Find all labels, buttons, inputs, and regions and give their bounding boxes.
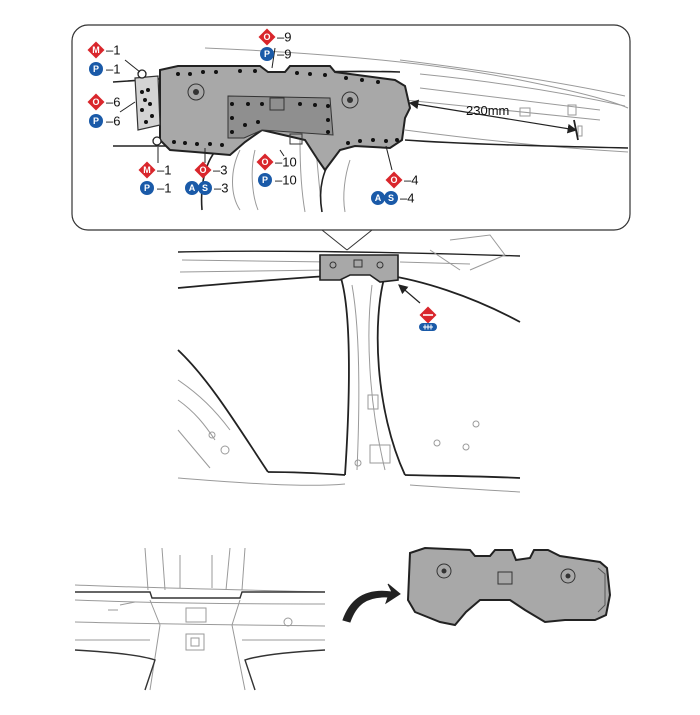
svg-text:–4: –4 <box>400 191 414 206</box>
svg-text:–1: –1 <box>106 43 120 58</box>
svg-text:–10: –10 <box>275 173 297 188</box>
callout-p1-bottom: P –1 <box>140 181 171 196</box>
svg-text:S: S <box>202 183 208 193</box>
new-part-panel <box>406 546 612 627</box>
dimension-label: 230mm <box>466 103 509 118</box>
callout-p9: P –9 <box>260 47 291 62</box>
svg-text:M: M <box>92 45 100 55</box>
callout-leaders <box>119 47 393 171</box>
svg-text:–9: –9 <box>277 47 291 62</box>
callout-p1-top: P –1 <box>89 62 120 77</box>
svg-text:O: O <box>261 157 268 167</box>
spot-weld-points <box>140 69 399 147</box>
svg-text:S: S <box>388 193 394 203</box>
callout-as3: A S –3 <box>185 181 228 196</box>
svg-text:–6: –6 <box>106 114 120 129</box>
svg-text:P: P <box>264 49 270 59</box>
svg-text:–4: –4 <box>404 173 418 188</box>
pillar-top-panel <box>319 254 399 283</box>
svg-text:–6: –6 <box>106 95 120 110</box>
svg-text:O: O <box>390 175 397 185</box>
svg-text:–1: –1 <box>106 62 120 77</box>
pillar-top-closeup-outline <box>74 591 326 691</box>
svg-text:M: M <box>143 165 151 175</box>
pillar-top-closeup <box>74 547 326 691</box>
svg-text:–3: –3 <box>213 163 227 178</box>
callout-p6: P –6 <box>89 114 120 129</box>
callout-o10: O –10 <box>256 153 297 171</box>
svg-text:P: P <box>93 64 99 74</box>
svg-text:O: O <box>263 32 270 42</box>
dimension-230mm: 230mm <box>408 99 579 141</box>
svg-text:P: P <box>262 175 268 185</box>
svg-text:P: P <box>144 183 150 193</box>
curved-arrow-icon <box>342 583 401 623</box>
svg-text:O: O <box>92 97 99 107</box>
callout-o6: O –6 <box>87 93 120 111</box>
cut-indicator <box>398 284 437 331</box>
svg-text:–9: –9 <box>277 30 291 45</box>
svg-text:–1: –1 <box>157 181 171 196</box>
svg-text:–3: –3 <box>214 181 228 196</box>
svg-text:A: A <box>375 193 382 203</box>
svg-text:A: A <box>189 183 196 193</box>
svg-text:P: P <box>93 116 99 126</box>
svg-text:–10: –10 <box>275 155 297 170</box>
callout-as4: A S –4 <box>371 191 414 206</box>
callout-p10: P –10 <box>258 173 297 188</box>
svg-text:O: O <box>199 165 206 175</box>
grinder-symbol-icon <box>419 306 437 331</box>
callout-m1-top: M –1 <box>87 41 120 59</box>
svg-text:–1: –1 <box>157 163 171 178</box>
